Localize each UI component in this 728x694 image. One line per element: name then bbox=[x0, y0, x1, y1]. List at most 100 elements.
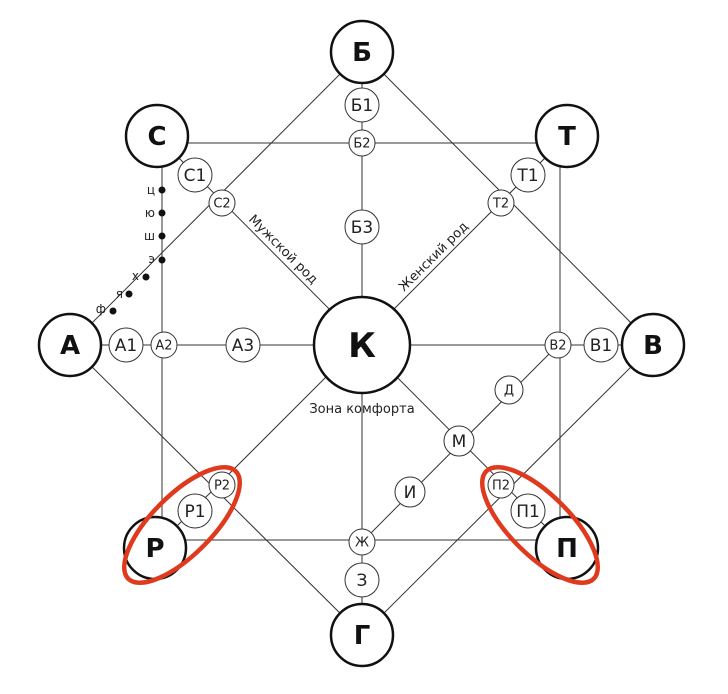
node-circle bbox=[348, 528, 376, 556]
node-circle bbox=[544, 331, 572, 359]
male-label: Мужской род bbox=[245, 212, 320, 287]
node-g: Г bbox=[329, 602, 395, 668]
node-label: Г bbox=[354, 621, 371, 651]
node-circle bbox=[510, 493, 546, 529]
node-label: А bbox=[60, 331, 80, 361]
node-s1: С1 bbox=[177, 157, 213, 193]
node-label: С bbox=[147, 122, 166, 152]
node-circle bbox=[394, 476, 426, 508]
node-circle bbox=[37, 312, 103, 378]
highlight-ellipse-p bbox=[479, 464, 601, 586]
node-label: К bbox=[348, 326, 376, 366]
node-t: Т bbox=[534, 103, 600, 169]
node-circle bbox=[177, 493, 213, 529]
node-circle bbox=[208, 471, 236, 499]
dot-label: ц bbox=[147, 183, 155, 197]
node-b2: Б2 bbox=[348, 129, 376, 157]
node-circle bbox=[329, 602, 395, 668]
node-circle bbox=[344, 562, 380, 598]
node-label: Р1 bbox=[184, 502, 205, 522]
node-label: В2 bbox=[549, 339, 566, 354]
node-a2: А2 bbox=[150, 331, 178, 359]
node-a: А bbox=[37, 312, 103, 378]
node-label: Р2 bbox=[214, 479, 230, 494]
node-circle bbox=[150, 331, 178, 359]
node-circle bbox=[225, 327, 261, 363]
node-label: Р bbox=[145, 534, 164, 564]
node-label: С2 bbox=[213, 197, 230, 212]
node-label: А3 bbox=[232, 336, 254, 356]
node-circle bbox=[487, 189, 515, 217]
dot-label: э bbox=[148, 252, 155, 266]
female-label: Женский род bbox=[396, 219, 471, 294]
node-label: Т2 bbox=[492, 197, 509, 212]
node-v2: В2 bbox=[544, 331, 572, 359]
node-b1: Б1 bbox=[344, 87, 380, 123]
node-r2: Р2 bbox=[208, 471, 236, 499]
node-b3: Б3 bbox=[344, 209, 380, 245]
node-circle bbox=[344, 87, 380, 123]
node-label: Т1 bbox=[516, 166, 538, 186]
node-label: Д bbox=[504, 384, 514, 399]
node-circle bbox=[494, 375, 524, 405]
highlight-ellipse-r bbox=[121, 464, 243, 586]
node-a3: А3 bbox=[225, 327, 261, 363]
node-label: В1 bbox=[590, 336, 612, 356]
node-label: А1 bbox=[115, 336, 137, 356]
node-label: Ж bbox=[355, 536, 369, 551]
node-circle bbox=[443, 425, 475, 457]
node-s: С bbox=[124, 103, 190, 169]
node-label: П1 bbox=[516, 502, 540, 522]
node-circle bbox=[534, 103, 600, 169]
node-p2: П2 bbox=[487, 471, 515, 499]
dot-label: х bbox=[132, 269, 139, 283]
node-label: Т bbox=[558, 122, 576, 152]
node-label: М bbox=[452, 432, 467, 452]
node-label: А2 bbox=[155, 339, 172, 354]
node-v1: В1 bbox=[583, 327, 619, 363]
node-circle bbox=[329, 19, 395, 85]
node-i: И bbox=[394, 476, 426, 508]
node-t1: Т1 bbox=[510, 157, 546, 193]
node-m: М bbox=[443, 425, 475, 457]
node-circle bbox=[108, 327, 144, 363]
node-circle bbox=[487, 471, 515, 499]
node-label: Б3 bbox=[351, 218, 373, 238]
node-circle bbox=[124, 103, 190, 169]
node-circle bbox=[583, 327, 619, 363]
node-z: З bbox=[344, 562, 380, 598]
node-label: П bbox=[556, 534, 578, 564]
letter-dots: ц ю ш э х я ф bbox=[96, 183, 166, 316]
node-a1: А1 bbox=[108, 327, 144, 363]
node-b: Б bbox=[329, 19, 395, 85]
node-circle bbox=[312, 295, 412, 395]
dot-label: ш bbox=[144, 229, 155, 243]
node-k: К bbox=[312, 295, 412, 395]
dot-label: ю bbox=[145, 206, 155, 220]
node-v: В bbox=[620, 312, 686, 378]
node-t2: Т2 bbox=[487, 189, 515, 217]
node-label: И bbox=[404, 483, 417, 503]
node-circle bbox=[344, 209, 380, 245]
node-label: З bbox=[357, 571, 368, 591]
node-label: Б2 bbox=[353, 137, 370, 152]
node-circle bbox=[620, 312, 686, 378]
node-circle bbox=[177, 157, 213, 193]
dot-label: ф bbox=[96, 302, 106, 316]
node-circle bbox=[510, 157, 546, 193]
node-label: Б1 bbox=[351, 96, 373, 116]
node-r1: Р1 bbox=[177, 493, 213, 529]
node-p1: П1 bbox=[510, 493, 546, 529]
node-zh: Ж bbox=[348, 528, 376, 556]
comfort-label: Зона комфорта bbox=[309, 402, 414, 417]
node-label: В bbox=[643, 331, 663, 361]
node-label: Б bbox=[352, 38, 372, 68]
node-label: П2 bbox=[492, 479, 510, 494]
node-s2: С2 bbox=[208, 189, 236, 217]
node-d: Д bbox=[494, 375, 524, 405]
node-label: С1 bbox=[184, 166, 207, 186]
dot-label: я bbox=[116, 287, 123, 301]
node-circle bbox=[348, 129, 376, 157]
